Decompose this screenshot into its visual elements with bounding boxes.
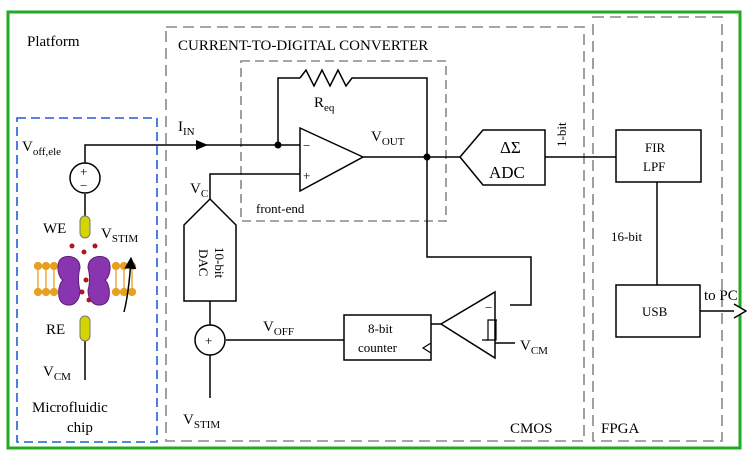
counter-block: [343, 314, 432, 361]
re-electrode: [79, 315, 91, 342]
op-amp: [299, 126, 365, 193]
one-bit-label: 1-bit: [554, 122, 569, 147]
usb-label: USB: [642, 304, 668, 319]
op-amp-plus: +: [303, 168, 310, 183]
op-amp-minus: −: [303, 138, 310, 153]
v-cm-left-label: VCM: [43, 364, 71, 383]
ion-channel-protein-left: [57, 255, 81, 306]
comparator: [439, 290, 496, 360]
junction-node-input: [274, 141, 282, 149]
dac-block: [183, 197, 237, 302]
front-end-region: [240, 60, 447, 222]
r-eq-label: Req: [314, 95, 335, 114]
usb-block: [615, 284, 701, 338]
ion-channel-protein-right: [87, 255, 111, 306]
v-off-label: VOFF: [263, 319, 294, 338]
counter-label-line2: counter: [358, 340, 398, 355]
fpga-label: FPGA: [601, 421, 640, 437]
dac-label-line1: 10-bit: [212, 247, 227, 278]
comparator-minus: −: [485, 300, 492, 315]
comparator-hysteresis-symbol: [482, 319, 497, 341]
comparator-hysteresis-symbol-2: [486, 320, 497, 341]
sixteen-bit-label: 16-bit: [611, 229, 642, 244]
cmos-region: [165, 26, 585, 442]
re-label: RE: [46, 322, 65, 338]
microfluidic-label-line2: chip: [67, 420, 93, 436]
i-in-label: IIN: [178, 119, 195, 138]
v-off-ele-source-minus: −: [80, 178, 87, 193]
we-electrode: [79, 215, 91, 239]
fir-label-line2: LPF: [643, 159, 665, 174]
v-c-label: VC: [190, 181, 208, 200]
platform-label: Platform: [27, 34, 80, 50]
v-stim-cell-label: VSTIM: [101, 226, 138, 245]
v-off-ele-source: [69, 162, 101, 194]
counter-clock-marker: [421, 342, 432, 354]
converter-title: CURRENT-TO-DIGITAL CONVERTER: [178, 38, 428, 54]
counter-label-line1: 8-bit: [368, 321, 393, 336]
front-end-label: front-end: [256, 201, 305, 216]
fir-lpf-block: [615, 129, 702, 183]
v-off-ele-label: Voff,ele: [22, 139, 61, 158]
v-cm-comp-label: VCM: [520, 338, 548, 357]
we-label: WE: [43, 221, 66, 237]
adc-label-line2: ADC: [489, 163, 525, 182]
r-eq-resistor: [299, 68, 356, 88]
to-pc-label: to PC: [704, 288, 738, 304]
to-pc-arrow: [733, 303, 747, 319]
dac-label-line2: DAC: [196, 249, 211, 276]
platform-border: [6, 10, 742, 450]
junction-node-output: [423, 153, 431, 161]
v-out-label: VOUT: [371, 129, 405, 148]
summing-node-plus: +: [205, 333, 212, 348]
microfluidic-label-line1: Microfluidic: [32, 400, 108, 416]
ion-dots: [69, 243, 98, 303]
wires: [84, 77, 734, 398]
v-stim-bottom-label: VSTIM: [183, 412, 220, 431]
adc-label-line1: ΔΣ: [500, 138, 521, 157]
fpga-region: [592, 16, 723, 442]
fir-label-line1: FIR: [645, 140, 666, 155]
delta-sigma-adc: [459, 129, 546, 186]
stimulation-arrow: [123, 256, 137, 313]
v-off-ele-source-plus: +: [80, 164, 87, 179]
current-arrow: [196, 140, 208, 150]
microfluidic-chip-region: [16, 117, 158, 443]
summing-node: [194, 324, 226, 356]
cmos-label: CMOS: [510, 421, 553, 437]
